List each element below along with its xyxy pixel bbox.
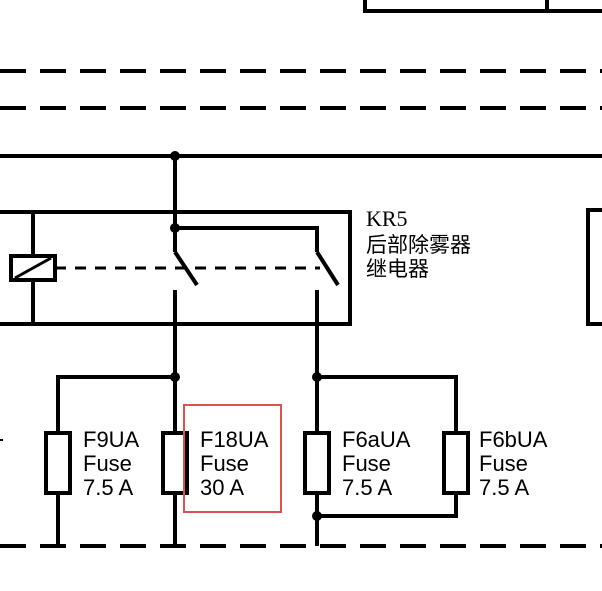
right-component-box <box>586 208 602 326</box>
relay-coil-icon <box>9 212 320 324</box>
relay-name-line2: 继电器 <box>366 257 429 281</box>
fuse-junction-dot-left <box>170 372 180 382</box>
fuse-label-f9ua: F9UA Fuse 7.5 A <box>83 427 140 500</box>
relay-switch-contacts <box>173 156 340 546</box>
fuse-label-f6aua: F6aUA Fuse 7.5 A <box>342 427 411 500</box>
fuse-id: F6bUA <box>479 427 548 452</box>
fuse-id: F9UA <box>83 427 140 452</box>
fuse-id: F6aUA <box>342 427 411 452</box>
fuse-type: Fuse <box>200 451 249 476</box>
fuse-type: Fuse <box>479 451 528 476</box>
dashed-boundary-lines <box>0 69 602 548</box>
top-component-box <box>363 0 602 13</box>
fuse-type: Fuse <box>83 451 132 476</box>
relay-name-line1: 后部除雾器 <box>366 233 471 257</box>
fuse-label-f18ua: F18UA Fuse 30 A <box>200 427 269 500</box>
fuse-type: Fuse <box>342 451 391 476</box>
relay-code: KR5 <box>366 206 408 231</box>
fuse-body-f6bua <box>442 431 470 495</box>
relay-kr5-label: KR5 后部除雾器 继电器 <box>366 206 471 281</box>
fuse-junction-dot-right-bottom <box>312 511 322 521</box>
fuse-rating: 7.5 A <box>342 475 392 500</box>
fuse-id: F18UA <box>200 427 269 452</box>
fuse-junction-dot-right-top <box>312 372 322 382</box>
fuse-rating: 7.5 A <box>479 475 529 500</box>
relay-junction-dot <box>170 223 180 233</box>
fuse-rating: 7.5 A <box>83 475 133 500</box>
fuse-body-f9ua <box>44 431 72 495</box>
fuse-rating: 30 A <box>200 475 244 500</box>
highlight-box-f18ua <box>183 404 282 513</box>
bus-junction-dot <box>170 151 180 161</box>
fuse-label-f6bua: F6bUA Fuse 7.5 A <box>479 427 548 500</box>
fuse-body-f6aua <box>303 431 331 495</box>
